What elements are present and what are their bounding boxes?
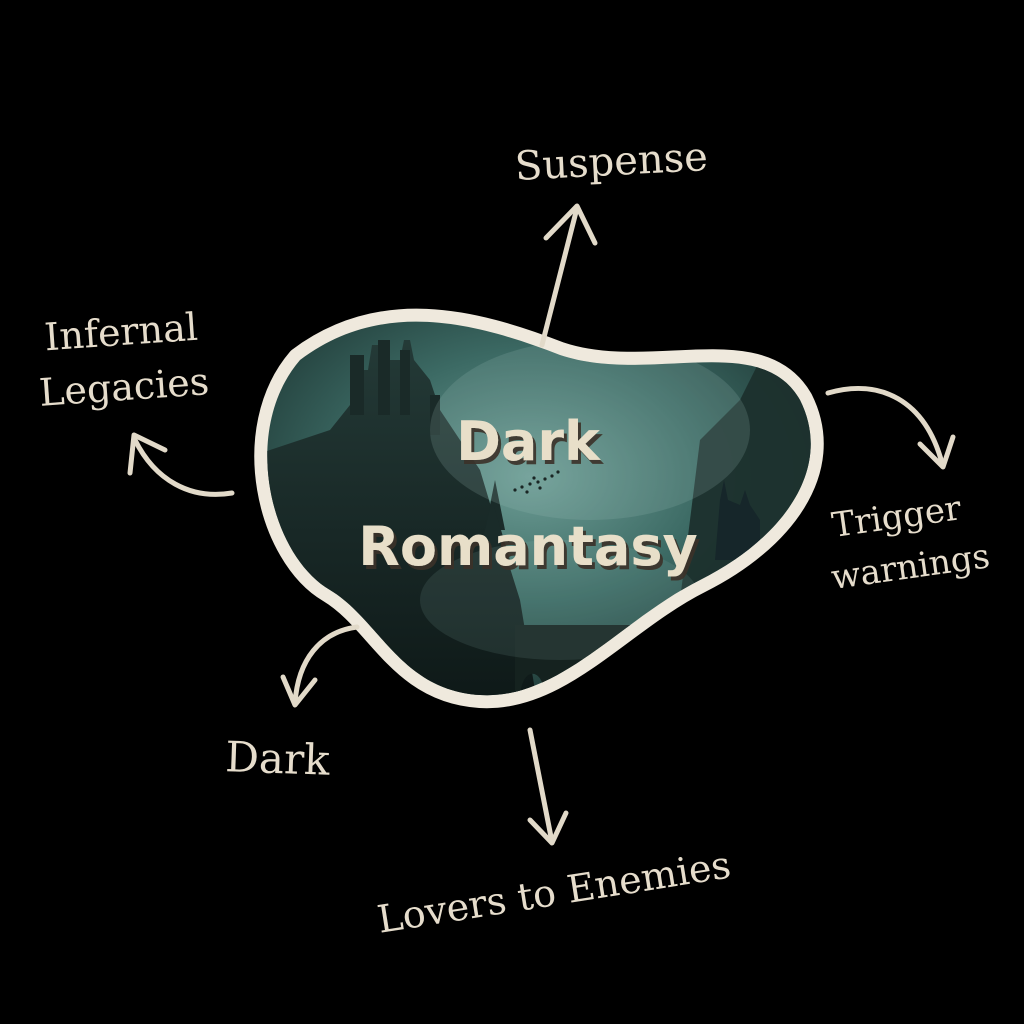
label-legacies: Legacies [38, 359, 211, 415]
label-trigger: Trigger [829, 488, 964, 546]
center-title-line1: Dark [456, 410, 601, 473]
arrow-to-trigger-warnings [825, 385, 956, 470]
arrow-to-dark [280, 624, 360, 708]
label-dark: Dark [225, 732, 331, 785]
label-infernal: Infernal [43, 305, 199, 360]
arrow-to-suspense [539, 203, 598, 348]
label-lovers-to-enemies: Lovers to Enemies [374, 843, 733, 942]
arrow-to-lovers-to-enemies [527, 727, 569, 846]
arrow-to-infernal-legacies [127, 432, 235, 497]
label-suspense: Suspense [514, 134, 709, 190]
center-title-line2: Romantasy [358, 515, 697, 578]
label-warnings: warnings [829, 536, 993, 598]
